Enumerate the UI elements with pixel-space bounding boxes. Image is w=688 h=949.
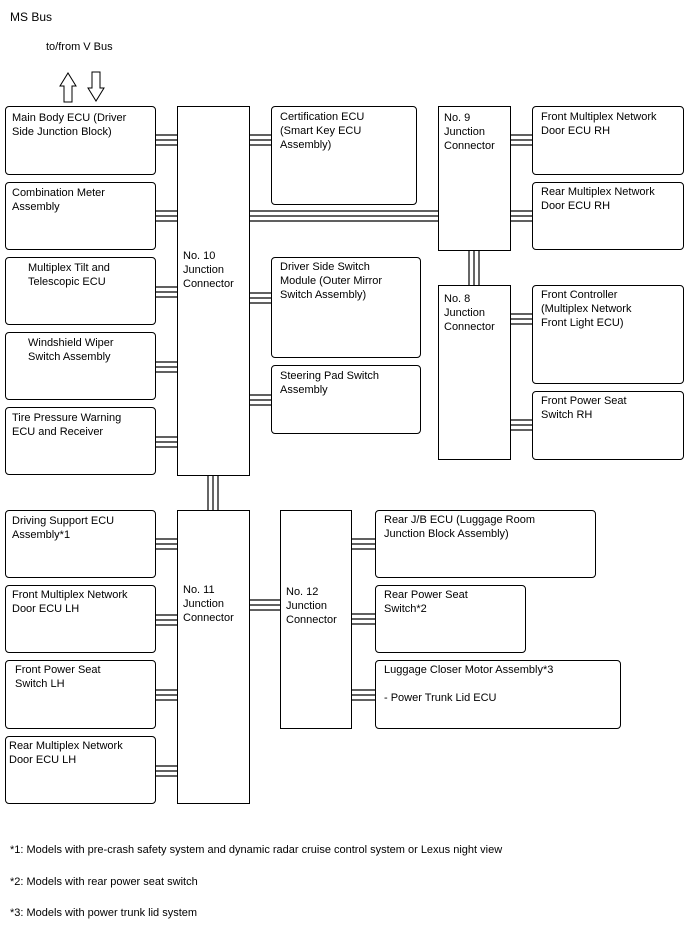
footnote-1: *1: Models with pre-crash safety system … — [10, 844, 503, 856]
front-seat-switch-rh-label: Front Power Seat Switch RH — [541, 395, 627, 421]
main-body-ecu-box: Main Body ECU (Driver Side Junction Bloc… — [5, 106, 156, 175]
junction-connector-no9-label: No. 9 Junction Connector — [444, 112, 495, 152]
rear-jb-ecu-box: Rear J/B ECU (Luggage Room Junction Bloc… — [375, 510, 596, 578]
rear-door-ecu-rh-box: Rear Multiplex Network Door ECU RH — [532, 182, 684, 250]
driver-side-switch-box: Driver Side Switch Module (Outer Mirror … — [271, 257, 421, 358]
luggage-closer-box: Luggage Closer Motor Assembly*3 - Power … — [375, 660, 621, 729]
driving-support-ecu-box: Driving Support ECU Assembly*1 — [5, 510, 156, 578]
front-door-ecu-rh-label: Front Multiplex Network Door ECU RH — [541, 111, 657, 137]
junction-connector-no9: No. 9 Junction Connector — [438, 106, 511, 251]
certification-ecu-box: Certification ECU (Smart Key ECU Assembl… — [271, 106, 417, 205]
front-door-ecu-rh-box: Front Multiplex Network Door ECU RH — [532, 106, 684, 175]
steering-pad-switch-box: Steering Pad Switch Assembly — [271, 365, 421, 434]
certification-ecu-label: Certification ECU (Smart Key ECU Assembl… — [280, 111, 365, 151]
junction-connector-no11: No. 11 Junction Connector — [177, 510, 250, 804]
wiper-switch-box: Windshield Wiper Switch Assembly — [5, 332, 156, 400]
front-seat-switch-lh-box: Front Power Seat Switch LH — [5, 660, 156, 729]
tilt-telescopic-ecu-box: Multiplex Tilt and Telescopic ECU — [5, 257, 156, 325]
rear-seat-switch-label: Rear Power Seat Switch*2 — [384, 589, 468, 615]
front-seat-switch-lh-label: Front Power Seat Switch LH — [15, 664, 101, 690]
vbus-label: to/from V Bus — [46, 41, 113, 53]
rear-door-ecu-rh-label: Rear Multiplex Network Door ECU RH — [541, 186, 655, 212]
junction-connector-no8: No. 8 Junction Connector — [438, 285, 511, 460]
junction-connector-no8-label: No. 8 Junction Connector — [444, 293, 495, 333]
footnote-3: *3: Models with power trunk lid system — [10, 907, 198, 919]
down-arrow-icon — [87, 71, 105, 102]
junction-connector-no10-label: No. 10 Junction Connector — [183, 250, 234, 290]
rear-door-ecu-lh-label: Rear Multiplex Network Door ECU LH — [9, 740, 123, 766]
combination-meter-label: Combination Meter Assembly — [12, 187, 105, 213]
main-body-ecu-label: Main Body ECU (Driver Side Junction Bloc… — [12, 112, 127, 138]
rear-seat-switch-box: Rear Power Seat Switch*2 — [375, 585, 526, 653]
combination-meter-box: Combination Meter Assembly — [5, 182, 156, 250]
tire-pressure-label: Tire Pressure Warning ECU and Receiver — [12, 412, 122, 438]
luggage-closer-label: Luggage Closer Motor Assembly*3 - Power … — [384, 664, 554, 704]
footnote-2: *2: Models with rear power seat switch — [10, 876, 198, 888]
front-door-ecu-lh-label: Front Multiplex Network Door ECU LH — [12, 589, 128, 615]
tilt-telescopic-ecu-label: Multiplex Tilt and Telescopic ECU — [28, 262, 110, 288]
steering-pad-switch-label: Steering Pad Switch Assembly — [280, 370, 380, 396]
front-controller-box: Front Controller (Multiplex Network Fron… — [532, 285, 684, 384]
junction-connector-no11-label: No. 11 Junction Connector — [183, 584, 234, 624]
junction-connector-no10: No. 10 Junction Connector — [177, 106, 250, 476]
rear-jb-ecu-label: Rear J/B ECU (Luggage Room Junction Bloc… — [384, 514, 536, 540]
driver-side-switch-label: Driver Side Switch Module (Outer Mirror … — [280, 261, 383, 301]
bus-title: MS Bus — [10, 10, 53, 24]
rear-door-ecu-lh-box: Rear Multiplex Network Door ECU LH — [5, 736, 156, 804]
up-arrow-icon — [59, 72, 77, 103]
wire-triples — [155, 134, 533, 777]
front-controller-label: Front Controller (Multiplex Network Fron… — [541, 289, 632, 329]
front-seat-switch-rh-box: Front Power Seat Switch RH — [532, 391, 684, 460]
junction-connector-no12-label: No. 12 Junction Connector — [286, 586, 337, 626]
tire-pressure-box: Tire Pressure Warning ECU and Receiver — [5, 407, 156, 475]
junction-connector-no12: No. 12 Junction Connector — [280, 510, 352, 729]
driving-support-ecu-label: Driving Support ECU Assembly*1 — [12, 515, 115, 541]
wiper-switch-label: Windshield Wiper Switch Assembly — [28, 337, 114, 363]
front-door-ecu-lh-box: Front Multiplex Network Door ECU LH — [5, 585, 156, 653]
